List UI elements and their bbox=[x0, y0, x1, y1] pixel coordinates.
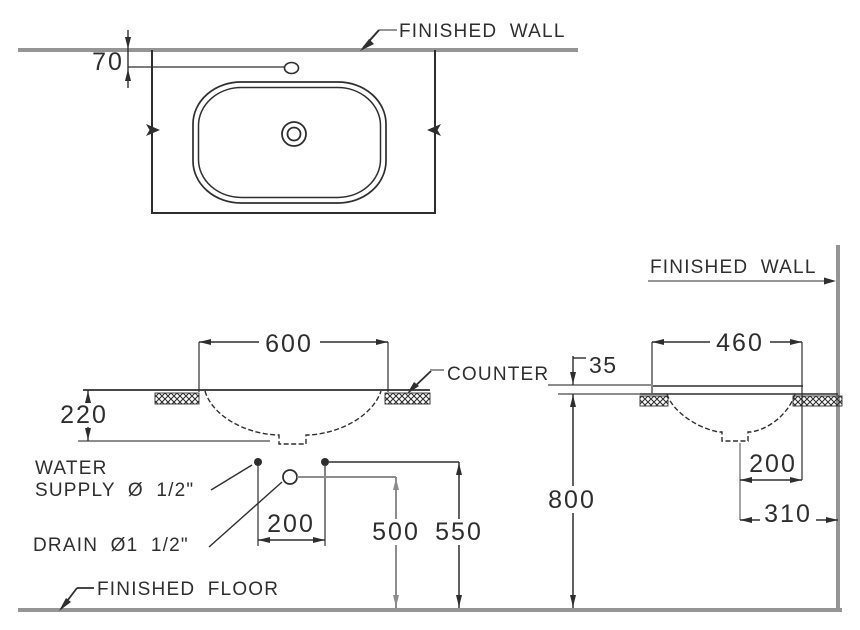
dim-arrow-icon bbox=[393, 595, 399, 607]
dim-35-label: 35 bbox=[589, 352, 618, 378]
counter-section-right bbox=[384, 392, 431, 405]
basin-profile-front bbox=[204, 390, 382, 445]
leader-arrow-icon bbox=[824, 277, 836, 285]
drain-point-front bbox=[282, 469, 298, 485]
dim-arrow-icon bbox=[258, 537, 270, 543]
dim-arrow-icon bbox=[790, 477, 802, 483]
counter-section-left-side bbox=[639, 395, 669, 407]
dim-arrow-icon bbox=[85, 391, 91, 403]
dim-arrow-icon bbox=[826, 517, 838, 523]
dim-arrow-icon bbox=[740, 517, 752, 523]
dim-arrow-icon bbox=[570, 595, 576, 607]
dim-arrow-icon bbox=[456, 595, 462, 607]
counter-outline-top bbox=[151, 50, 436, 214]
label-mask bbox=[430, 519, 488, 545]
finished-wall-label-side: FINISHED WALL bbox=[650, 257, 817, 278]
dim-arrow-icon bbox=[125, 69, 131, 81]
dim-310-label: 310 bbox=[764, 500, 812, 528]
dim-arrow-icon bbox=[376, 339, 388, 345]
dim-220-label: 220 bbox=[60, 401, 108, 429]
dim-200-side-label: 200 bbox=[749, 450, 797, 478]
dim-550-label: 550 bbox=[435, 518, 483, 546]
dim-800-label: 800 bbox=[548, 486, 596, 514]
counter-label: COUNTER bbox=[447, 364, 549, 385]
dim-arrow-icon bbox=[652, 339, 664, 345]
counter-section-right-side bbox=[792, 395, 843, 407]
dim-arrow-icon bbox=[313, 537, 325, 543]
dim-arrow-icon bbox=[570, 372, 576, 384]
label-mask bbox=[760, 503, 816, 527]
counter-section-left bbox=[154, 392, 200, 405]
finished-floor-label: FINISHED FLOOR bbox=[97, 579, 279, 600]
water-supply-label-line2: SUPPLY Ø 1/2" bbox=[35, 480, 194, 501]
alignment-tick-left-icon bbox=[146, 124, 160, 136]
front-view: 600 COUNTER 220 WATER SUPPLY Ø 1/2" DRAI… bbox=[18, 330, 842, 612]
label-mask bbox=[543, 486, 601, 513]
label-mask bbox=[367, 519, 425, 545]
drain-top-inner bbox=[286, 126, 302, 142]
water-supply-point-left bbox=[254, 458, 262, 466]
water-supply-leader bbox=[210, 464, 253, 491]
leader-arrow-icon bbox=[360, 39, 374, 51]
water-supply-label-line1: WATER bbox=[35, 458, 108, 479]
dim-arrow-icon bbox=[393, 478, 399, 490]
sink-rim-inner-top bbox=[197, 86, 382, 199]
dim-500-label: 500 bbox=[372, 518, 420, 546]
dim-arrow-icon bbox=[125, 37, 131, 49]
dim-70-label: 70 bbox=[92, 48, 124, 76]
leader-arrow-icon bbox=[407, 382, 419, 394]
side-view: FINISHED WALL 460 35 800 bbox=[543, 245, 843, 610]
finished-wall-label-top: FINISHED WALL bbox=[399, 21, 566, 42]
drain-label: DRAIN Ø1 1/2" bbox=[33, 535, 189, 556]
drain-leader bbox=[208, 481, 283, 548]
dim-200-front-label: 200 bbox=[267, 510, 315, 538]
dim-arrow-icon bbox=[570, 395, 576, 407]
faucet-hole bbox=[283, 61, 300, 75]
label-mask bbox=[710, 332, 770, 354]
alignment-tick-right-icon bbox=[427, 124, 441, 136]
dim-460-label: 460 bbox=[716, 329, 764, 357]
basin-profile-side bbox=[666, 393, 796, 442]
leader-arrow-icon bbox=[59, 598, 71, 611]
top-view: FINISHED WALL 70 bbox=[18, 21, 578, 214]
dim-arrow-icon bbox=[740, 477, 752, 483]
label-mask bbox=[259, 331, 320, 354]
dim-arrow-icon bbox=[199, 339, 211, 345]
dim-arrow-icon bbox=[790, 339, 802, 345]
dim-arrow-icon bbox=[85, 428, 91, 440]
dim-600-label: 600 bbox=[265, 330, 313, 358]
sink-rim-outer-top bbox=[192, 81, 387, 204]
water-supply-point-right bbox=[321, 458, 329, 466]
dim-arrow-icon bbox=[456, 463, 462, 475]
drain-top-outer bbox=[281, 121, 307, 147]
